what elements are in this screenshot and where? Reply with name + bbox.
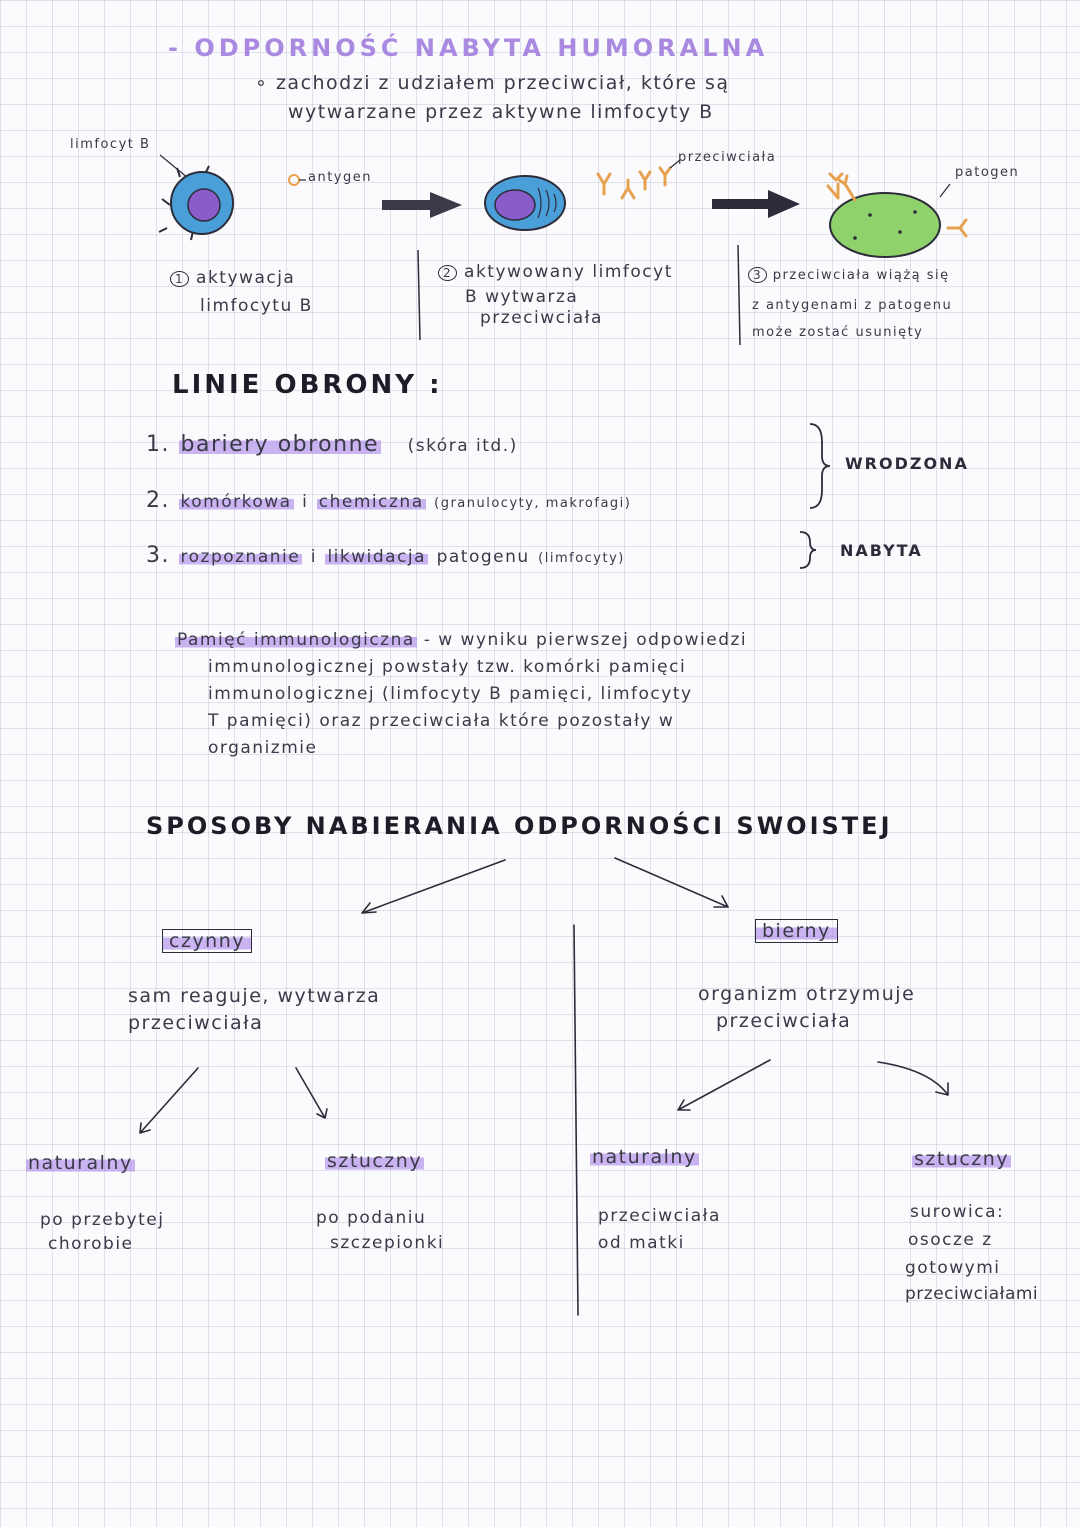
- active-natural-desc-1: po przebytej: [40, 1210, 164, 1230]
- arrow-active-natural-icon: [140, 1068, 198, 1133]
- passive-artificial-desc-1: surowica:: [910, 1202, 1004, 1222]
- arrow-passive-natural-icon: [678, 1060, 770, 1110]
- passive-natural-desc-2: od matki: [598, 1233, 685, 1253]
- active-desc-1: sam reaguje, wytwarza: [128, 985, 380, 1007]
- arrow-to-active-icon: [362, 860, 505, 913]
- passive-artificial-desc-4: przeciwciałami: [905, 1284, 1038, 1304]
- active-artificial-desc-1: po podaniu: [316, 1208, 426, 1228]
- active-artificial-label: sztuczny: [325, 1150, 424, 1172]
- passive-desc-2: przeciwciała: [716, 1010, 851, 1032]
- passive-desc-1: organizm otrzymuje: [698, 983, 915, 1005]
- active-desc-2: przeciwciała: [128, 1012, 263, 1034]
- methods-divider: [574, 925, 578, 1315]
- active-label: czynny: [162, 930, 252, 952]
- active-artificial-desc-2: szczepionki: [330, 1233, 444, 1253]
- passive-natural-label: naturalny: [590, 1146, 699, 1168]
- arrow-active-artificial-icon: [296, 1068, 327, 1118]
- active-natural-label: naturalny: [26, 1152, 135, 1174]
- arrow-to-passive-icon: [615, 858, 728, 907]
- passive-artificial-label: sztuczny: [912, 1148, 1011, 1170]
- active-natural-desc-2: chorobie: [48, 1234, 134, 1254]
- passive-artificial-desc-3: gotowymi: [905, 1258, 1001, 1278]
- arrow-passive-artificial-icon: [878, 1062, 948, 1095]
- passive-natural-desc-1: przeciwciała: [598, 1206, 721, 1226]
- passive-artificial-desc-2: osocze z: [908, 1230, 993, 1250]
- passive-label: bierny: [755, 920, 838, 942]
